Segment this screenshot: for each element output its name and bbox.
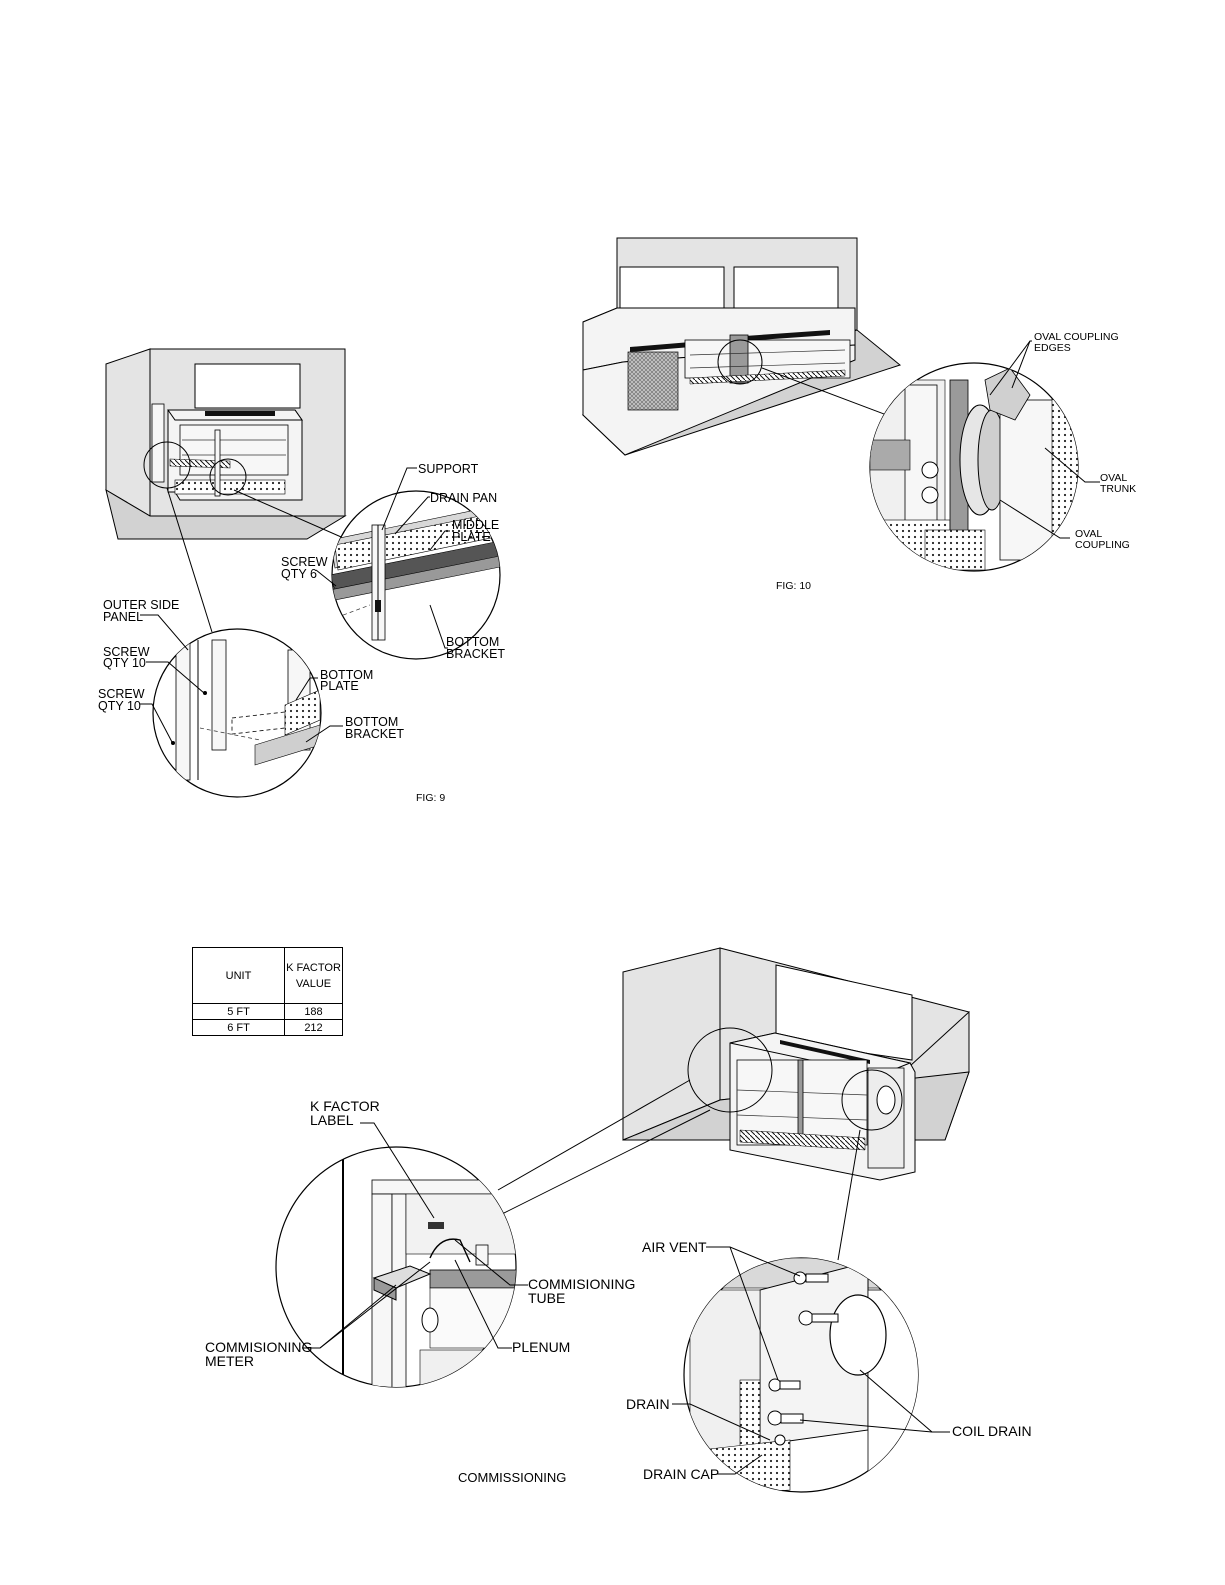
label-drain-cap: DRAIN CAP	[643, 1466, 719, 1482]
label-middle-plate-2: PLATE	[452, 530, 491, 544]
k-factor-table: UNIT K FACTOR VALUE 5 FT 188 6 FT 212	[192, 947, 343, 1036]
label-plenum: PLENUM	[512, 1339, 570, 1355]
label-oval-coupling-edges-1: OVAL COUPLING	[1034, 331, 1119, 343]
label-oval-trunk-1: OVAL	[1100, 472, 1127, 484]
fig10-caption: FIG: 10	[776, 580, 811, 592]
label-oval-coupling-edges-2: EDGES	[1034, 342, 1071, 354]
header-k-factor-line2: VALUE	[295, 977, 332, 990]
fig9-detail-support	[331, 490, 501, 660]
label-commisioning-meter-1: COMMISIONING	[205, 1339, 312, 1355]
commissioning-caption: COMMISSIONING	[458, 1470, 566, 1485]
label-bottom-bracket-top-2: BRACKET	[446, 647, 505, 661]
label-screw-qty10a-1: SCREW	[103, 645, 150, 659]
fig10-room-diagram	[581, 237, 902, 456]
label-outer-side-panel-1: OUTER SIDE	[103, 598, 179, 612]
label-screw-qty6-2: QTY 6	[281, 567, 317, 581]
fig10-detail-oval-coupling	[869, 362, 1079, 572]
fig9-room-diagram	[105, 348, 347, 540]
fig9-detail-side-panel	[152, 628, 322, 798]
label-bottom-plate-1: BOTTOM	[320, 668, 373, 682]
label-drain: DRAIN	[626, 1396, 670, 1412]
header-k-factor: K FACTOR VALUE	[284, 947, 343, 1004]
table-row: 6 FT 212	[192, 1019, 343, 1036]
label-air-vent: AIR VENT	[642, 1239, 707, 1255]
header-k-factor-line1: K FACTOR	[286, 961, 341, 974]
commissioning-room-diagram	[622, 947, 970, 1181]
cell-value: 188	[284, 1003, 343, 1020]
cell-unit: 5 FT	[192, 1003, 285, 1020]
label-k-factor-label-1: K FACTOR	[310, 1098, 380, 1114]
commissioning-detail-air-vent	[683, 1257, 919, 1493]
cell-value: 212	[284, 1019, 343, 1036]
label-k-factor-label-2: LABEL	[310, 1112, 354, 1128]
label-outer-side-panel-2: PANEL	[103, 610, 143, 624]
label-screw-qty10b-2: QTY 10	[98, 699, 141, 713]
label-oval-trunk-2: TRUNK	[1100, 483, 1136, 495]
label-oval-coupling-1: OVAL	[1075, 528, 1102, 540]
label-drain-pan: DRAIN PAN	[430, 491, 497, 505]
label-screw-qty6-1: SCREW	[281, 555, 328, 569]
label-bottom-bracket-low-2: BRACKET	[345, 727, 404, 741]
commissioning-callouts: K FACTOR LABEL COMMISIONING TUBE COMMISI…	[205, 1098, 1032, 1485]
label-commisioning-meter-2: METER	[205, 1353, 254, 1369]
label-middle-plate-1: MIDDLE	[452, 518, 499, 532]
label-bottom-bracket-top-1: BOTTOM	[446, 635, 499, 649]
label-bottom-bracket-low-1: BOTTOM	[345, 715, 398, 729]
fig9-callouts: SUPPORT DRAIN PAN MIDDLE PLATE SCREW QTY…	[98, 462, 505, 804]
label-bottom-plate-2: PLATE	[320, 679, 359, 693]
fig10-callouts: OVAL COUPLING EDGES OVAL TRUNK OVAL COUP…	[776, 331, 1136, 592]
label-screw-qty10a-2: QTY 10	[103, 656, 146, 670]
label-coil-drain: COIL DRAIN	[952, 1423, 1032, 1439]
table-header-row: UNIT K FACTOR VALUE	[192, 947, 343, 1004]
cell-unit: 6 FT	[192, 1019, 285, 1036]
table-row: 5 FT 188	[192, 1003, 343, 1020]
label-oval-coupling-2: COUPLING	[1075, 539, 1130, 551]
header-unit: UNIT	[192, 947, 285, 1004]
label-support: SUPPORT	[418, 462, 479, 476]
fig9-caption: FIG: 9	[416, 792, 445, 804]
commissioning-detail-k-factor	[275, 1146, 517, 1388]
label-commisioning-tube-2: TUBE	[528, 1290, 565, 1306]
label-screw-qty10b-1: SCREW	[98, 687, 145, 701]
label-commisioning-tube-1: COMMISIONING	[528, 1276, 635, 1292]
